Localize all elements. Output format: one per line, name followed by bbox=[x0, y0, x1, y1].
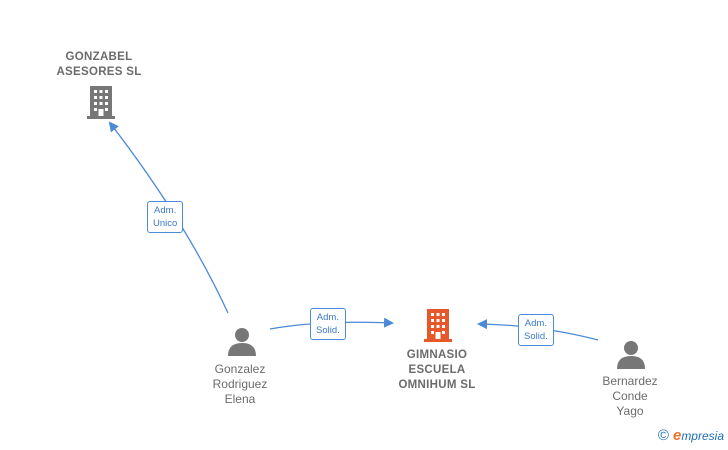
building-icon[interactable] bbox=[86, 84, 116, 120]
company-label-gimnasio[interactable]: GIMNASIO ESCUELA OMNIHUM SL bbox=[398, 349, 476, 391]
copyright-icon: © bbox=[657, 427, 669, 444]
brand-logo[interactable]: © empresia bbox=[658, 427, 724, 444]
person-icon[interactable] bbox=[227, 326, 257, 356]
brand-initial: e bbox=[672, 427, 682, 444]
edge-label-adm-unico: Adm. Unico bbox=[147, 201, 184, 233]
brand-name: mpresia bbox=[681, 429, 724, 443]
edge-label-adm-solid: Adm. Solid. bbox=[310, 308, 346, 340]
edge-label-adm-solid: Adm. Solid. bbox=[518, 314, 554, 346]
company-label-gonzabel[interactable]: GONZABEL ASESORES SL bbox=[56, 51, 142, 78]
person-label-gonzalez[interactable]: Gonzalez Rodriguez Elena bbox=[212, 362, 268, 406]
person-label-bernardez[interactable]: Bernardez Conde Yago bbox=[602, 374, 658, 418]
person-icon[interactable] bbox=[616, 339, 646, 369]
building-icon[interactable] bbox=[423, 307, 453, 343]
